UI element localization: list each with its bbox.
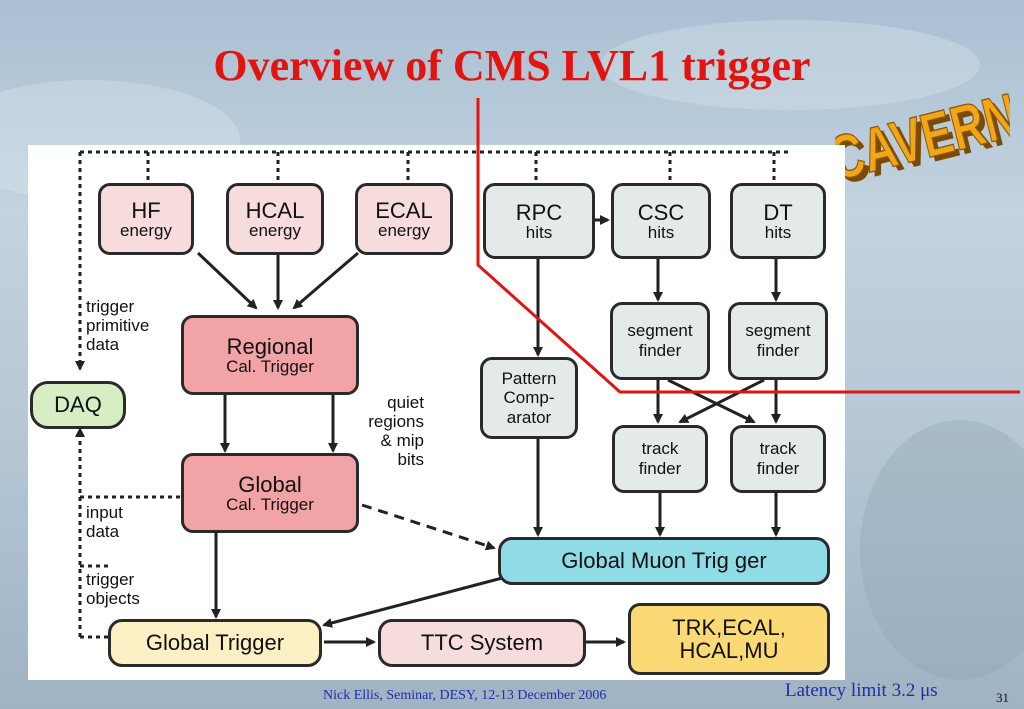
box-title: TRK,ECAL, HCAL,MU xyxy=(672,614,786,663)
box-subtitle: energy xyxy=(249,220,301,240)
box-title: HCAL xyxy=(245,197,305,223)
box-subtitle: energy xyxy=(378,220,430,240)
csc-track-finder-box: track finder xyxy=(612,425,708,493)
hcal-energy-box: HCAL energy xyxy=(226,183,324,255)
box-title: Global Trigger xyxy=(145,630,285,656)
box-title: ECAL xyxy=(375,197,433,223)
box-title: Pattern Comp- arator xyxy=(501,369,557,427)
ttc-system-box: TTC System xyxy=(378,619,586,667)
dt-hits-box: DT hits xyxy=(730,183,826,259)
box-title: RPC xyxy=(515,199,563,225)
input-data-label: input data xyxy=(86,503,123,542)
box-title: CSC xyxy=(637,199,685,225)
detectors-box: TRK,ECAL, HCAL,MU xyxy=(628,603,830,675)
background-ground xyxy=(860,420,1024,680)
daq-box: DAQ xyxy=(30,381,126,429)
box-title: DT xyxy=(763,199,793,225)
cavern-wordart: CAVERN CAVERN xyxy=(835,80,1010,190)
box-subtitle: hits xyxy=(764,222,792,242)
trigger-objects-label: trigger objects xyxy=(86,570,140,609)
box-subtitle: hits xyxy=(525,222,553,242)
box-title: DAQ xyxy=(54,392,102,418)
csc-segment-finder-box: segment finder xyxy=(610,302,710,380)
box-subtitle: Cal. Trigger xyxy=(226,494,314,514)
ecal-energy-box: ECAL energy xyxy=(355,183,453,255)
cavern-boundary-line xyxy=(476,98,1020,394)
box-title: HF xyxy=(131,197,161,223)
solid-arrows xyxy=(196,215,781,647)
hf-energy-box: HF energy xyxy=(98,183,194,255)
latency-note: Latency limit 3.2 μs xyxy=(785,680,938,701)
box-title: track finder xyxy=(756,438,800,478)
box-subtitle: hits xyxy=(647,222,675,242)
global-trigger-box: Global Trigger xyxy=(108,619,322,667)
box-title: Global Muon Trig ger xyxy=(561,548,767,574)
dt-segment-finder-box: segment finder xyxy=(728,302,828,380)
pattern-comparator-box: Pattern Comp- arator xyxy=(480,357,578,439)
quiet-regions-label: quiet regions & mip bits xyxy=(368,393,424,470)
slide-title: Overview of CMS LVL1 trigger xyxy=(213,41,811,90)
rpc-hits-box: RPC hits xyxy=(483,183,595,259)
regional-cal-trigger-box: Regional Cal. Trigger xyxy=(181,315,359,395)
slide-number: 31 xyxy=(996,690,1009,705)
background-cloud xyxy=(600,20,980,110)
box-subtitle: Cal. Trigger xyxy=(226,356,314,376)
box-title: Regional xyxy=(226,333,314,359)
dashed-arrow xyxy=(361,503,496,551)
dotted-readout-lines xyxy=(75,150,788,639)
slide-footer: Nick Ellis, Seminar, DESY, 12-13 Decembe… xyxy=(323,688,607,703)
diagram-panel: HF energy HCAL energy ECAL energy RPC hi… xyxy=(28,145,845,680)
box-title: segment finder xyxy=(627,320,693,360)
box-subtitle: energy xyxy=(120,220,172,240)
box-title: Global xyxy=(238,471,302,497)
global-cal-trigger-box: Global Cal. Trigger xyxy=(181,453,359,533)
box-title: TTC System xyxy=(420,630,544,656)
trigger-primitive-label: trigger primitive data xyxy=(86,297,150,355)
csc-hits-box: CSC hits xyxy=(611,183,711,259)
box-title: track finder xyxy=(638,438,682,478)
dt-track-finder-box: track finder xyxy=(730,425,826,493)
diagram-connectors xyxy=(75,150,788,647)
box-title: segment finder xyxy=(745,320,811,360)
global-muon-trigger-box: Global Muon Trig ger xyxy=(498,537,830,585)
